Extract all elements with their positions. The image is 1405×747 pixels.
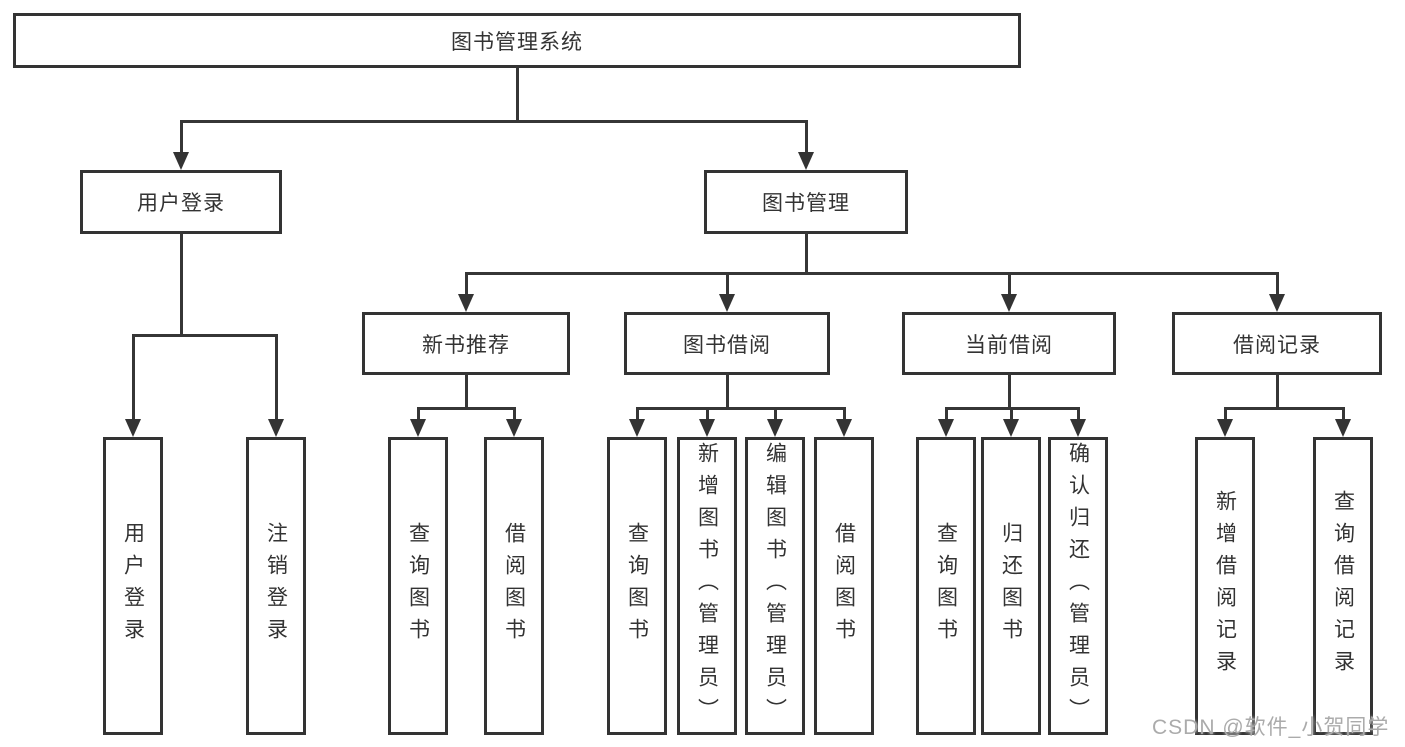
- connector-arrow-shaft: [1008, 272, 1011, 297]
- node-book-borrow: 图书借阅: [624, 312, 830, 375]
- leaf-br-add-record: 新增借阅记录: [1195, 437, 1255, 735]
- connector-borrow-records-down: [1276, 373, 1279, 409]
- leaf-bb-borrow-books: 借阅图书: [814, 437, 874, 735]
- leaf-user-login: 用户登录: [103, 437, 163, 735]
- connector-arrow-shaft: [726, 272, 729, 297]
- connector-borrow-records-branch: [1224, 407, 1345, 410]
- node-book-management-label: 图书管理: [762, 192, 850, 215]
- node-book-management: 图书管理: [704, 170, 908, 234]
- connector-arrow-shaft: [1276, 272, 1279, 297]
- arrow-down-icon: [1335, 419, 1351, 437]
- arrow-down-icon: [699, 419, 715, 437]
- arrow-down-icon: [173, 152, 189, 170]
- arrow-down-icon: [410, 419, 426, 437]
- connector-arrow-shaft: [1010, 407, 1013, 423]
- connector-arrow-shaft: [132, 334, 135, 422]
- node-user-login-label: 用户登录: [137, 192, 225, 215]
- arrow-down-icon: [719, 294, 735, 312]
- connector-arrow-shaft: [805, 120, 808, 155]
- connector-new-book-branch: [417, 407, 516, 410]
- leaf-bb-add-books-admin-label: 新增图书（管理员）: [695, 442, 719, 730]
- leaf-cb-query-books-label: 查询图书: [934, 522, 958, 650]
- arrow-down-icon: [506, 419, 522, 437]
- leaf-cb-return-books-label: 归还图书: [999, 522, 1023, 650]
- arrow-down-icon: [798, 152, 814, 170]
- arrow-down-icon: [938, 419, 954, 437]
- leaf-br-query-record-label: 查询借阅记录: [1331, 490, 1355, 682]
- connector-arrow-shaft: [774, 407, 777, 423]
- watermark: CSDN @软件_小贺同学: [1152, 716, 1390, 739]
- leaf-cb-return-books: 归还图书: [981, 437, 1041, 735]
- leaf-logout-label: 注销登录: [264, 522, 288, 650]
- node-root-label: 图书管理系统: [451, 30, 583, 54]
- leaf-nb-borrow-books-label: 借阅图书: [502, 522, 526, 650]
- arrow-down-icon: [125, 419, 141, 437]
- arrow-down-icon: [1003, 419, 1019, 437]
- leaf-nb-borrow-books: 借阅图书: [484, 437, 544, 735]
- leaf-bb-query-books: 查询图书: [607, 437, 667, 735]
- leaf-cb-confirm-return-admin: 确认归还（管理员）: [1048, 437, 1108, 735]
- node-borrow-records-label: 借阅记录: [1233, 333, 1321, 357]
- connector-level2-branch: [465, 272, 1279, 275]
- node-new-book-recommend: 新书推荐: [362, 312, 570, 375]
- node-borrow-records: 借阅记录: [1172, 312, 1382, 375]
- connector-book-borrow-down: [726, 373, 729, 409]
- connector-current-borrow-down: [1008, 373, 1011, 409]
- connector-arrow-shaft: [945, 407, 948, 423]
- arrow-down-icon: [767, 419, 783, 437]
- connector-arrow-shaft: [417, 407, 420, 423]
- arrow-down-icon: [1001, 294, 1017, 312]
- connector-root-down: [516, 66, 519, 122]
- connector-arrow-shaft: [465, 272, 468, 297]
- connector-arrow-shaft: [513, 407, 516, 423]
- leaf-br-query-record: 查询借阅记录: [1313, 437, 1373, 735]
- arrow-down-icon: [1070, 419, 1086, 437]
- leaf-cb-query-books: 查询图书: [916, 437, 976, 735]
- arrow-down-icon: [268, 419, 284, 437]
- leaf-bb-query-books-label: 查询图书: [625, 522, 649, 650]
- node-current-borrow-label: 当前借阅: [965, 333, 1053, 357]
- connector-arrow-shaft: [636, 407, 639, 423]
- leaf-user-login-label: 用户登录: [121, 522, 145, 650]
- arrow-down-icon: [629, 419, 645, 437]
- connector-arrow-shaft: [1342, 407, 1345, 423]
- node-root: 图书管理系统: [13, 13, 1021, 68]
- arrow-down-icon: [458, 294, 474, 312]
- connector-arrow-shaft: [180, 120, 183, 155]
- leaf-logout: 注销登录: [246, 437, 306, 735]
- leaf-bb-add-books-admin: 新增图书（管理员）: [677, 437, 737, 735]
- connector-arrow-shaft: [1077, 407, 1080, 423]
- arrow-down-icon: [1269, 294, 1285, 312]
- leaf-cb-confirm-return-admin-label: 确认归还（管理员）: [1066, 442, 1090, 730]
- node-current-borrow: 当前借阅: [902, 312, 1116, 375]
- connector-book-borrow-branch: [636, 407, 846, 410]
- leaf-bb-edit-books-admin-label: 编辑图书（管理员）: [763, 442, 787, 730]
- arrow-down-icon: [836, 419, 852, 437]
- connector-user-login-down: [180, 231, 183, 336]
- node-user-login: 用户登录: [80, 170, 282, 234]
- connector-arrow-shaft: [1224, 407, 1227, 423]
- connector-user-login-branch: [132, 334, 278, 337]
- node-book-borrow-label: 图书借阅: [683, 333, 771, 357]
- leaf-bb-edit-books-admin: 编辑图书（管理员）: [745, 437, 805, 735]
- leaf-nb-query-books-label: 查询图书: [406, 522, 430, 650]
- leaf-bb-borrow-books-label: 借阅图书: [832, 522, 856, 650]
- leaf-nb-query-books: 查询图书: [388, 437, 448, 735]
- connector-level1-branch: [180, 120, 808, 123]
- connector-book-management-down: [805, 232, 808, 274]
- connector-arrow-shaft: [706, 407, 709, 423]
- node-new-book-recommend-label: 新书推荐: [422, 333, 510, 357]
- connector-arrow-shaft: [275, 334, 278, 422]
- connector-arrow-shaft: [843, 407, 846, 423]
- connector-new-book-down: [465, 373, 468, 409]
- leaf-br-add-record-label: 新增借阅记录: [1213, 490, 1237, 682]
- arrow-down-icon: [1217, 419, 1233, 437]
